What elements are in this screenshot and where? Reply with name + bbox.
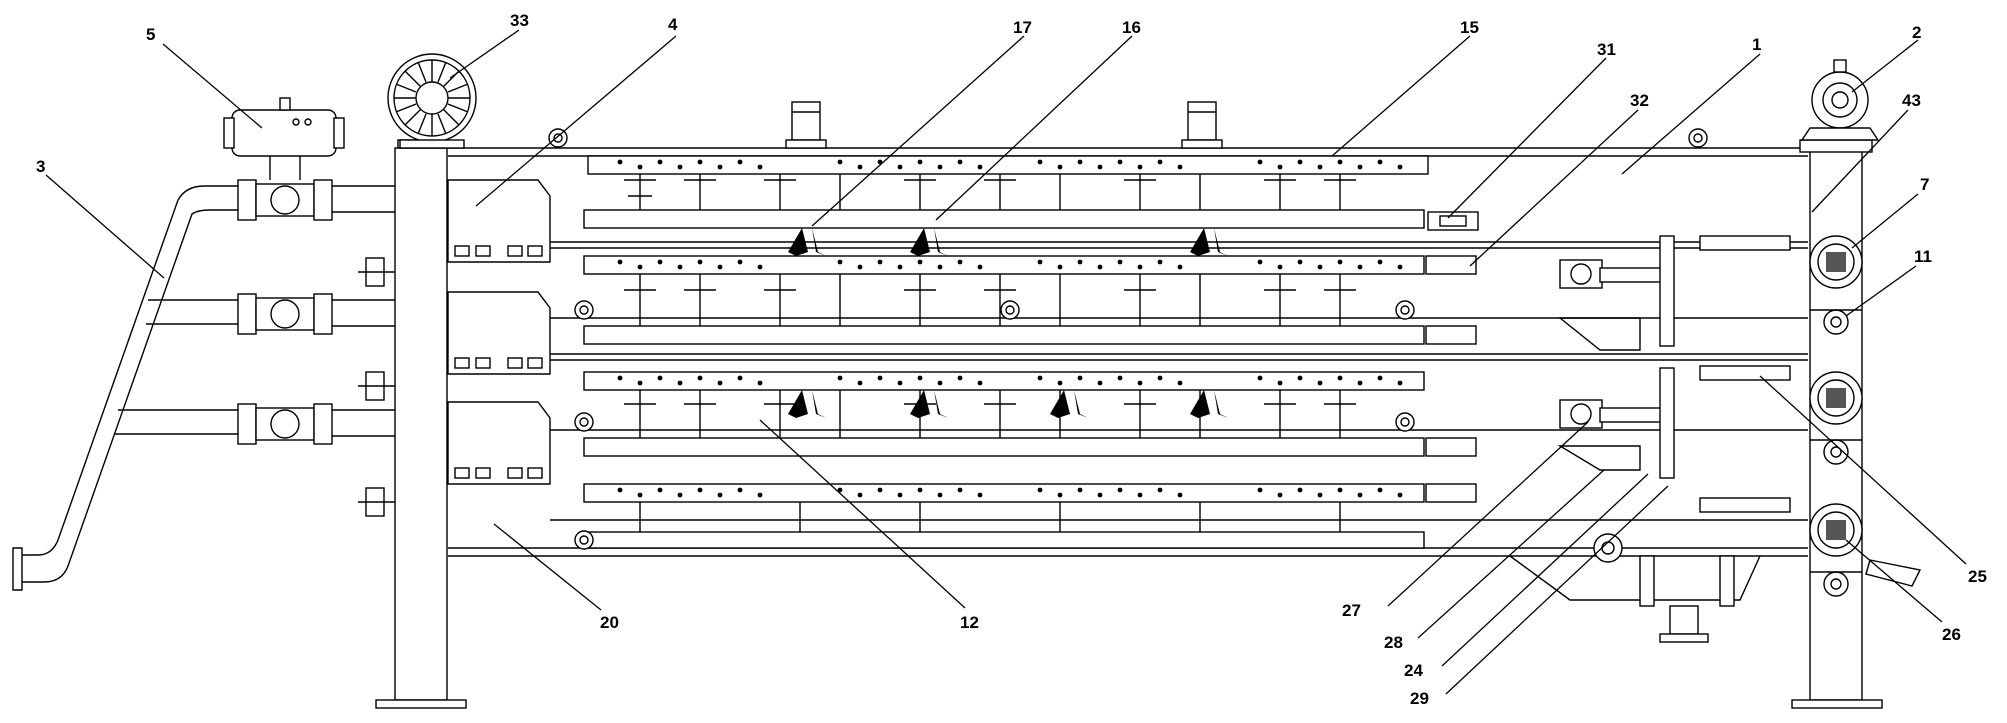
leader-2	[1851, 39, 1919, 93]
valve-actuator	[223, 97, 345, 180]
callout-20: 20	[600, 613, 619, 632]
leader-25	[1759, 375, 1967, 565]
leader-16	[935, 35, 1133, 221]
leader-28	[1417, 469, 1605, 639]
leader-32	[1469, 109, 1639, 267]
leader-27	[1387, 421, 1589, 607]
side-nozzles	[358, 257, 395, 517]
callout-28: 28	[1384, 633, 1403, 652]
heat-fins	[788, 228, 1228, 418]
callout-43: 43	[1902, 91, 1921, 110]
leader-20	[493, 523, 602, 611]
leader-lines	[45, 29, 1967, 695]
top-lugs	[548, 128, 1708, 148]
fan-wheel	[387, 53, 477, 149]
callout-16: 16	[1122, 18, 1141, 37]
leader-3	[45, 174, 165, 279]
callout-4: 4	[668, 15, 678, 34]
callout-27: 27	[1342, 601, 1361, 620]
callout-24: 24	[1404, 661, 1423, 680]
callout-2: 2	[1912, 23, 1921, 42]
pipe-manifold	[12, 179, 395, 591]
callout-25: 25	[1968, 567, 1987, 586]
callout-17: 17	[1013, 18, 1032, 37]
callout-11: 11	[1914, 247, 1932, 266]
conveyor-plates	[583, 155, 1429, 549]
callouts: 5 33 4 17 16 15 31 32 1 2 43 3 7 11 25 2…	[36, 11, 1987, 708]
drive-wheels	[1809, 235, 1863, 597]
leader-31	[1447, 57, 1607, 219]
leader-26	[1845, 539, 1943, 623]
leader-43	[1811, 109, 1909, 213]
belt-rollers	[574, 300, 1415, 550]
callout-12: 12	[960, 613, 979, 632]
leader-12	[759, 419, 966, 609]
belt-tensioners	[1425, 211, 1479, 503]
callout-3: 3	[36, 157, 45, 176]
leader-7	[1851, 193, 1919, 249]
callout-26: 26	[1942, 625, 1961, 644]
callout-31: 31	[1597, 40, 1616, 59]
callout-15: 15	[1460, 18, 1479, 37]
callout-29: 29	[1410, 689, 1429, 708]
leader-29	[1445, 485, 1669, 695]
leader-24	[1441, 473, 1649, 667]
callout-33: 33	[510, 11, 529, 30]
callout-7: 7	[1920, 175, 1929, 194]
leader-11	[1845, 265, 1917, 317]
leader-33	[449, 29, 520, 79]
leader-1	[1621, 53, 1761, 175]
callout-1: 1	[1752, 35, 1761, 54]
callout-5: 5	[146, 25, 155, 44]
burner-heads	[447, 179, 551, 485]
leader-15	[1331, 35, 1471, 157]
callout-32: 32	[1630, 91, 1649, 110]
drive-equipment	[1509, 235, 1922, 643]
leader-4	[475, 35, 677, 207]
leader-5	[162, 43, 263, 129]
machine-drawing	[12, 53, 1922, 709]
belt-perforations	[617, 159, 1403, 498]
drive-motor	[1800, 59, 1880, 141]
top-motors	[785, 101, 1223, 149]
leader-17	[811, 35, 1025, 227]
